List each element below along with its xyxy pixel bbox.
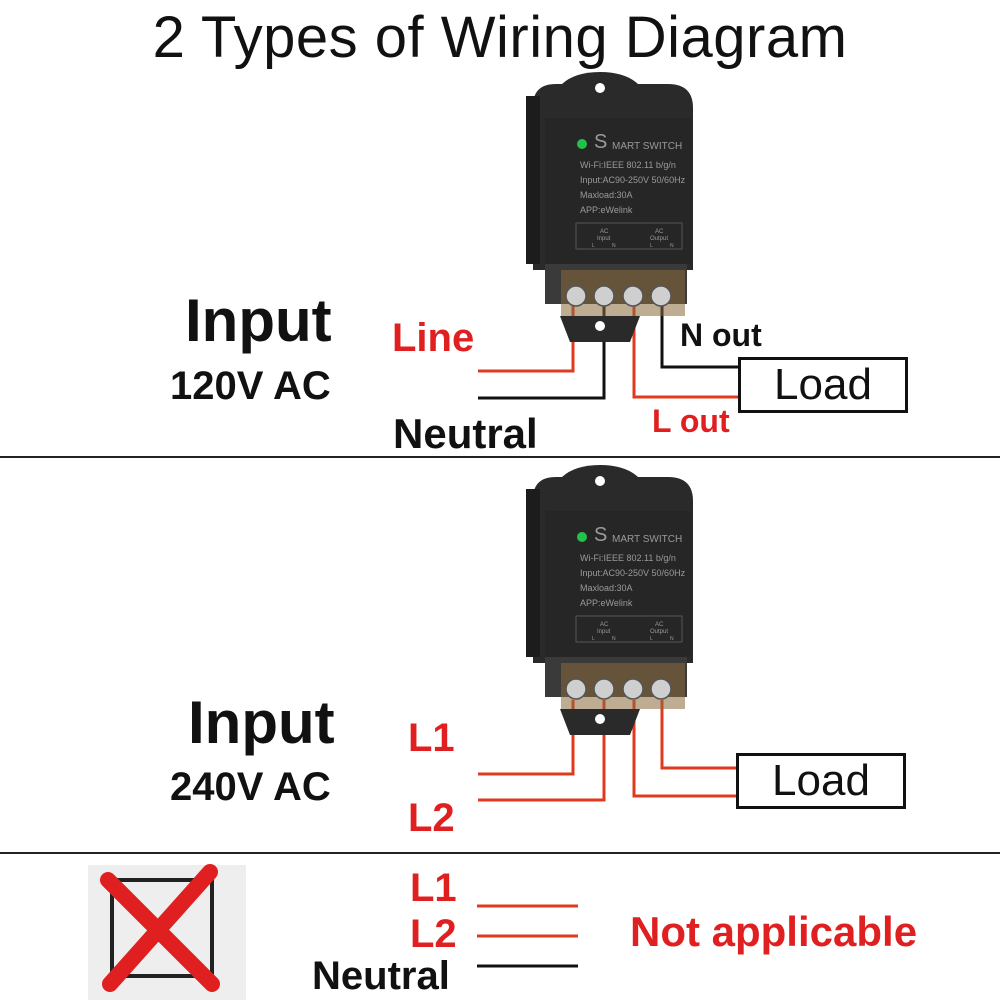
l1-label: L1 (408, 716, 455, 760)
diagram-title: 2 Types of Wiring Diagram (152, 5, 848, 70)
input-heading-120v: Input (185, 287, 332, 354)
neutral-label-na: Neutral (312, 954, 450, 998)
svg-text:MART SWITCH: MART SWITCH (612, 534, 682, 545)
device-2-text: S MART SWITCH Wi-Fi:IEEE 802.11 b/g/n In… (580, 524, 686, 642)
line-wire (478, 300, 575, 373)
svg-text:N: N (612, 636, 616, 642)
load-wire-a (632, 700, 736, 798)
load-wire-b (660, 700, 736, 770)
not-applicable-cross-icon (88, 864, 246, 1000)
load-box-2: Load (736, 753, 906, 809)
svg-text:L: L (650, 636, 653, 642)
voltage-label-120v: 120V AC (170, 364, 331, 408)
l-out-wire (632, 300, 738, 399)
svg-text:L: L (650, 243, 653, 249)
n-out-label: N out (680, 317, 762, 353)
svg-text:APP:eWelink: APP:eWelink (580, 205, 633, 215)
smart-switch-device-2 (526, 465, 693, 735)
device-1-text: S MART SWITCH Wi-Fi:IEEE 802.11 b/g/n In… (580, 131, 686, 249)
l-out-label: L out (652, 403, 730, 439)
svg-text:S: S (594, 131, 607, 153)
svg-text:N: N (612, 243, 616, 249)
l2-label: L2 (408, 796, 455, 840)
svg-text:AC: AC (655, 229, 664, 235)
svg-text:Wi-Fi:IEEE 802.11 b/g/n: Wi-Fi:IEEE 802.11 b/g/n (580, 553, 676, 563)
svg-text:Input: Input (597, 236, 611, 242)
svg-text:N: N (670, 243, 674, 249)
svg-text:Wi-Fi:IEEE 802.11 b/g/n: Wi-Fi:IEEE 802.11 b/g/n (580, 160, 676, 170)
l1-wire (478, 700, 575, 776)
svg-text:N: N (670, 636, 674, 642)
svg-text:Output: Output (650, 236, 668, 242)
svg-text:Input:AC90-250V 50/60Hz: Input:AC90-250V 50/60Hz (580, 568, 686, 578)
svg-text:Output: Output (650, 629, 668, 635)
l1-label-na: L1 (410, 866, 457, 910)
svg-text:Maxload:30A: Maxload:30A (580, 583, 633, 593)
voltage-label-240v: 240V AC (170, 765, 331, 809)
svg-text:L: L (592, 243, 595, 249)
not-applicable-label: Not applicable (630, 908, 918, 955)
neutral-label: Neutral (393, 410, 538, 457)
l2-label-na: L2 (410, 912, 457, 956)
section-divider-1 (0, 456, 1000, 458)
svg-text:Input: Input (597, 629, 611, 635)
svg-text:APP:eWelink: APP:eWelink (580, 598, 633, 608)
svg-text:AC: AC (600, 229, 609, 235)
section-divider-2 (0, 852, 1000, 854)
n-out-wire (660, 300, 738, 369)
svg-text:Input:AC90-250V 50/60Hz: Input:AC90-250V 50/60Hz (580, 175, 686, 185)
svg-text:AC: AC (600, 622, 609, 628)
svg-text:S: S (594, 524, 607, 546)
smart-switch-device-1 (526, 72, 693, 342)
load-box-1: Load (738, 357, 908, 413)
section3-wires (477, 904, 578, 968)
svg-text:Maxload:30A: Maxload:30A (580, 190, 633, 200)
input-heading-240v: Input (188, 689, 335, 756)
svg-text:MART SWITCH: MART SWITCH (612, 141, 682, 152)
svg-text:L: L (592, 636, 595, 642)
line-label: Line (392, 316, 475, 360)
svg-text:AC: AC (655, 622, 664, 628)
